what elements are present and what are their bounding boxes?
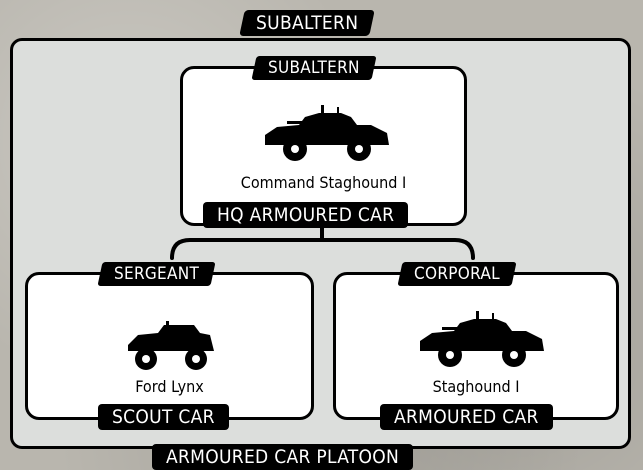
armoured-car-card: Staghound I	[333, 272, 619, 420]
armoured-rank-label: CORPORAL	[414, 264, 500, 284]
scout-role-label: SCOUT CAR	[112, 406, 215, 428]
hq-rank-label: SUBALTERN	[268, 58, 360, 78]
armoured-role-tag: ARMOURED CAR	[380, 404, 553, 430]
platoon-name-tag: ARMOURED CAR PLATOON	[152, 444, 414, 470]
platoon-name-label: ARMOURED CAR PLATOON	[166, 446, 400, 468]
armoured-car-silhouette-icon	[265, 105, 389, 161]
armoured-vehicle-name: Staghound I	[432, 377, 520, 396]
hq-role-tag: HQ ARMOURED CAR	[203, 202, 409, 228]
hq-rank-tag: SUBALTERN	[251, 56, 377, 80]
scout-car-silhouette-icon	[128, 321, 214, 370]
hq-role-label: HQ ARMOURED CAR	[217, 204, 395, 226]
armoured-role-label: ARMOURED CAR	[394, 406, 539, 428]
scout-rank-tag: SERGEANT	[97, 262, 216, 286]
scout-rank-label: SERGEANT	[114, 264, 200, 284]
scout-role-tag: SCOUT CAR	[98, 404, 229, 430]
scout-vehicle-name: Ford Lynx	[135, 377, 204, 396]
scout-car-card: Ford Lynx	[25, 272, 314, 420]
armoured-car-silhouette-icon	[420, 311, 544, 367]
hq-vehicle-name: Command Staghound I	[240, 173, 407, 192]
hq-card: Command Staghound I	[180, 66, 467, 226]
armoured-rank-tag: CORPORAL	[397, 262, 517, 286]
